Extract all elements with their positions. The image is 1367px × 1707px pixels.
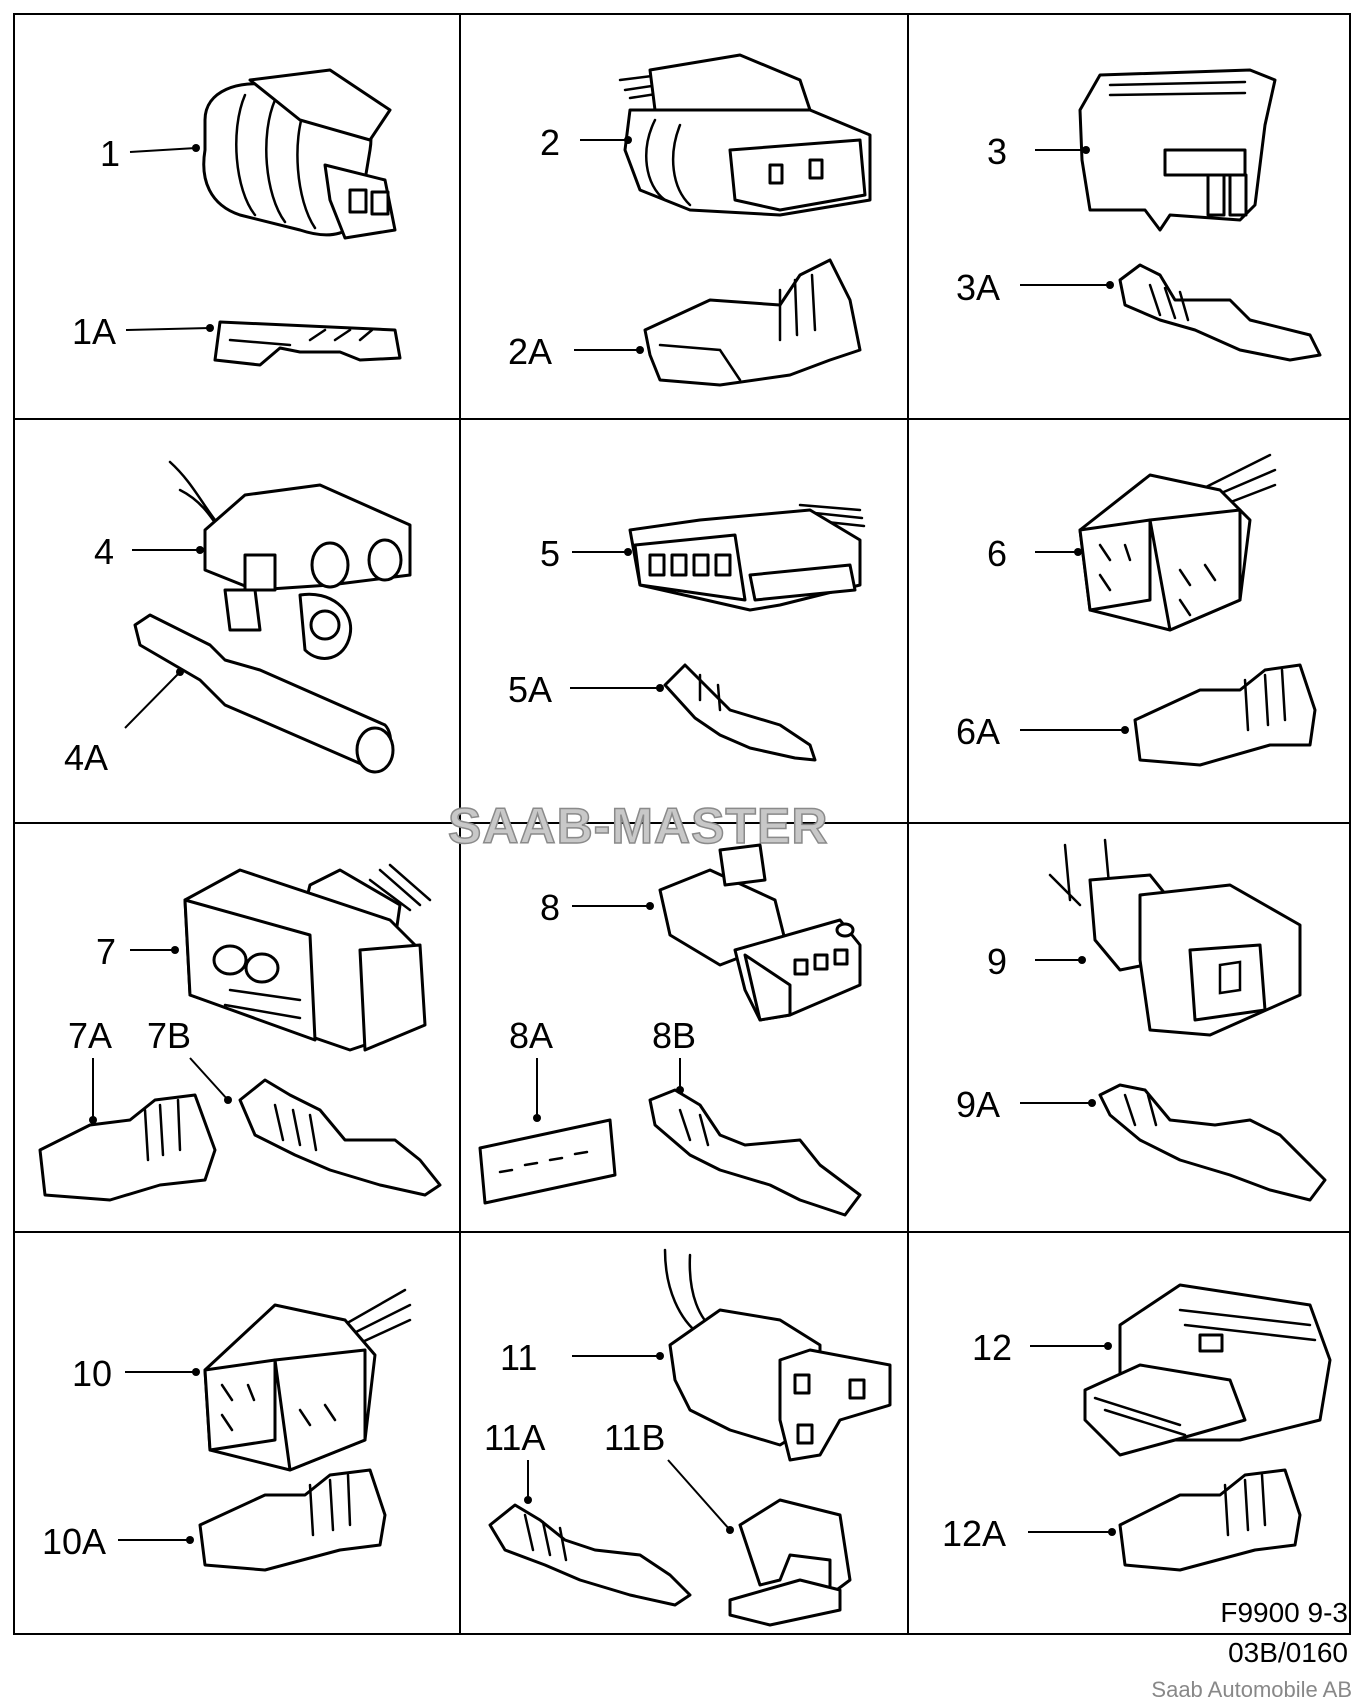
callout-10A: 10A bbox=[42, 1521, 106, 1562]
part-11B-clip[interactable] bbox=[728, 1498, 852, 1627]
callout-2: 2 bbox=[540, 122, 560, 163]
part-5-connector[interactable] bbox=[628, 503, 866, 612]
part-2A-terminal[interactable] bbox=[643, 258, 862, 387]
callout-6: 6 bbox=[987, 533, 1007, 574]
callout-11A: 11A bbox=[484, 1417, 545, 1458]
watermark: SAAB-MASTER bbox=[448, 798, 828, 854]
callout-6A: 6A bbox=[956, 711, 1000, 752]
part-12A-terminal[interactable] bbox=[1118, 1468, 1302, 1572]
part-4-connector[interactable] bbox=[168, 460, 412, 660]
part-8-connector[interactable] bbox=[658, 843, 862, 1022]
callout-2A: 2A bbox=[508, 331, 552, 372]
callout-4A: 4A bbox=[64, 737, 108, 778]
callout-3: 3 bbox=[987, 131, 1007, 172]
part-3-connector[interactable] bbox=[1078, 68, 1277, 232]
part-7-connector[interactable] bbox=[183, 863, 432, 1052]
publisher-name: Saab Automobile AB bbox=[1151, 1677, 1352, 1702]
part-12-connector[interactable] bbox=[1083, 1283, 1332, 1457]
callout-8B: 8B bbox=[652, 1015, 696, 1056]
document-ref: 03B/0160 bbox=[1228, 1637, 1348, 1668]
part-6-connector[interactable] bbox=[1078, 453, 1277, 632]
part-5A-terminal[interactable] bbox=[663, 663, 817, 762]
part-1A-terminal[interactable] bbox=[213, 320, 402, 367]
part-8A-seal[interactable] bbox=[478, 1118, 617, 1205]
callout-11B: 11B bbox=[604, 1417, 665, 1458]
part-3A-terminal[interactable] bbox=[1118, 263, 1322, 362]
callout-5A: 5A bbox=[508, 669, 552, 710]
part-1-connector[interactable] bbox=[202, 68, 397, 240]
part-7B-terminal[interactable] bbox=[238, 1078, 442, 1197]
part-8B-terminal[interactable] bbox=[648, 1088, 862, 1217]
part-6A-terminal[interactable] bbox=[1133, 663, 1317, 767]
callout-9: 9 bbox=[987, 941, 1007, 982]
part-4A-terminal[interactable] bbox=[133, 613, 395, 774]
callout-10: 10 bbox=[72, 1353, 112, 1394]
callout-12: 12 bbox=[972, 1327, 1012, 1368]
callout-11: 11 bbox=[500, 1337, 537, 1378]
callout-5: 5 bbox=[540, 533, 560, 574]
callout-8A: 8A bbox=[509, 1015, 553, 1056]
part-9-connector[interactable] bbox=[1048, 838, 1302, 1037]
callout-7B: 7B bbox=[147, 1015, 191, 1056]
part-11A-terminal[interactable] bbox=[488, 1503, 692, 1607]
figure-code: F9900 9-3 bbox=[1220, 1597, 1348, 1628]
part-7A-terminal[interactable] bbox=[38, 1093, 217, 1202]
callout-9A: 9A bbox=[956, 1084, 1000, 1125]
part-10-connector[interactable] bbox=[203, 1288, 412, 1472]
callout-1A: 1A bbox=[72, 311, 116, 352]
callout-4: 4 bbox=[94, 531, 114, 572]
part-9A-terminal[interactable] bbox=[1098, 1083, 1327, 1202]
callout-12A: 12A bbox=[942, 1513, 1006, 1554]
part-10A-terminal[interactable] bbox=[198, 1468, 387, 1572]
callout-7A: 7A bbox=[68, 1015, 112, 1056]
callout-3A: 3A bbox=[956, 267, 1000, 308]
callout-7: 7 bbox=[96, 931, 116, 972]
grid-frame bbox=[13, 13, 1351, 1635]
callout-1: 1 bbox=[100, 133, 120, 174]
part-2-connector[interactable] bbox=[618, 53, 872, 217]
callout-8: 8 bbox=[540, 887, 560, 928]
part-11-connector[interactable] bbox=[663, 1248, 892, 1462]
